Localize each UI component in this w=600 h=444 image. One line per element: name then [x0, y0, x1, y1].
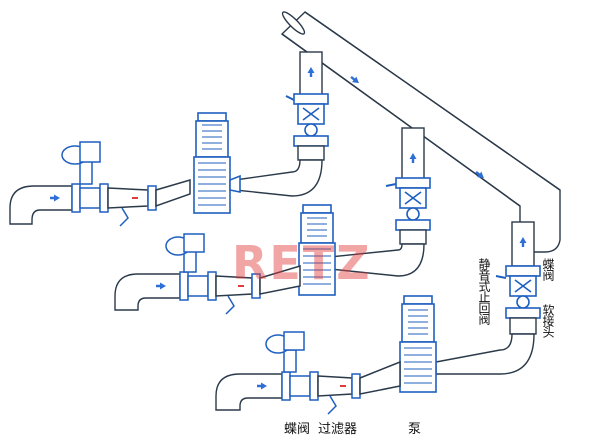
label-flexible-joint: 软接头 — [541, 304, 555, 337]
pump-1 — [193, 112, 241, 214]
riser-valve-2 — [385, 177, 431, 245]
label-filter: 过滤器 — [318, 422, 358, 437]
discharge-pipes — [234, 159, 535, 375]
watermark: RETZ — [232, 236, 372, 290]
riser-valve-3 — [495, 265, 541, 335]
suction-line-1-equipment — [61, 141, 191, 227]
riser-valve-1 — [285, 93, 329, 161]
pump-2 — [298, 204, 336, 296]
suction-line-3-equipment — [265, 331, 401, 415]
label-butterfly-valve: 蝶阀 — [284, 422, 311, 437]
pump-3 — [399, 295, 437, 393]
label-pump: 泵 — [408, 422, 422, 437]
suction-flow-arrows — [50, 194, 346, 390]
label-butterfly-valve-vertical: 蝶阀 — [541, 258, 555, 280]
suction-pipes — [9, 185, 283, 411]
label-silent-check-valve: 静音式止回阀 — [477, 258, 491, 324]
suction-line-2-equipment — [165, 233, 301, 315]
